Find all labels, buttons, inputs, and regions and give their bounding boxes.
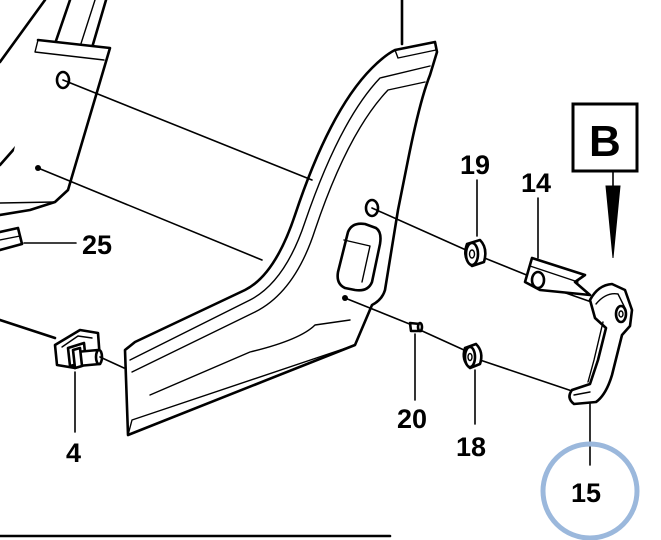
pin-part-20: [408, 321, 424, 333]
callout-19: 19: [460, 150, 490, 180]
view-b-marker: [571, 102, 639, 259]
highlight-circle: [540, 441, 640, 540]
handle-part-15: [568, 282, 634, 406]
callout-4: 4: [66, 438, 81, 468]
grommet-part-18: [462, 342, 483, 370]
callout-18: 18: [456, 432, 486, 462]
lower-rail: [0, 226, 57, 340]
trim-panel: [123, 40, 439, 437]
view-b-label: B: [589, 117, 621, 166]
callout-20: 20: [397, 404, 427, 434]
clip-part-4: [53, 328, 104, 370]
grommet-part-19: [464, 238, 487, 268]
callout-leaders: [23, 179, 591, 466]
seat-frame: [0, 0, 112, 217]
callout-15: 15: [571, 478, 601, 508]
callout-14: 14: [521, 168, 551, 198]
bracket-part-14: [523, 256, 592, 297]
callout-25: 25: [82, 230, 112, 260]
handle-hole: [614, 304, 628, 324]
